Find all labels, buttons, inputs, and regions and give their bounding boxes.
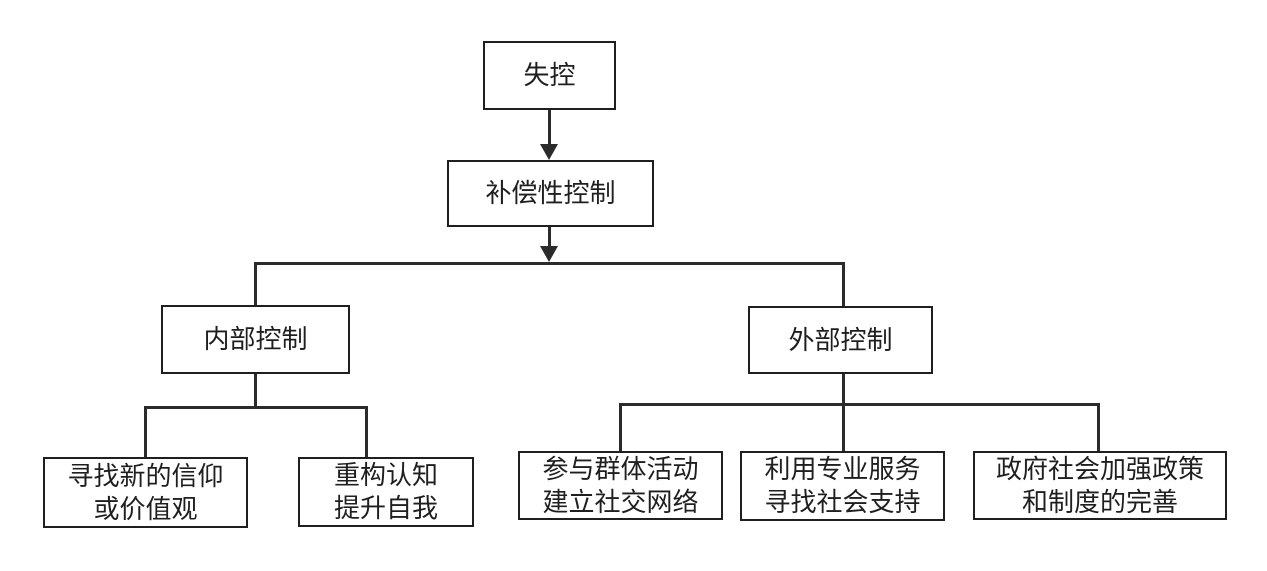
connector-to-group-activity: [619, 403, 622, 451]
connector-branch-bar-top: [254, 262, 845, 265]
connector-internal-stem: [254, 374, 257, 409]
connector-to-new-belief: [144, 406, 147, 457]
node-government-policy: 政府社会加强政策 和制度的完善: [973, 451, 1227, 520]
connector-root-to-compensatory: [548, 110, 551, 147]
connector-compensatory-stem: [548, 227, 551, 248]
node-loss-of-control: 失控: [483, 41, 616, 110]
arrow-down-icon: [540, 246, 558, 262]
node-group-activity: 参与群体活动 建立社交网络: [518, 451, 723, 520]
node-compensatory-control: 补偿性控制: [447, 160, 654, 227]
connector-branch-bar-internal: [144, 406, 368, 409]
node-professional-service: 利用专业服务 寻找社会支持: [740, 451, 945, 521]
connector-to-internal: [254, 262, 257, 306]
connector-external-stem: [842, 374, 845, 451]
node-new-belief-values: 寻找新的信仰 或价值观: [43, 457, 248, 528]
arrow-down-icon: [540, 144, 558, 160]
connector-branch-bar-external: [619, 403, 1100, 406]
node-internal-control: 内部控制: [161, 305, 350, 374]
connector-to-government-policy: [1097, 403, 1100, 451]
node-rebuild-cognition: 重构认知 提升自我: [298, 457, 474, 527]
connector-to-external: [842, 262, 845, 306]
node-external-control: 外部控制: [748, 306, 933, 374]
connector-to-rebuild-cognition: [365, 406, 368, 457]
